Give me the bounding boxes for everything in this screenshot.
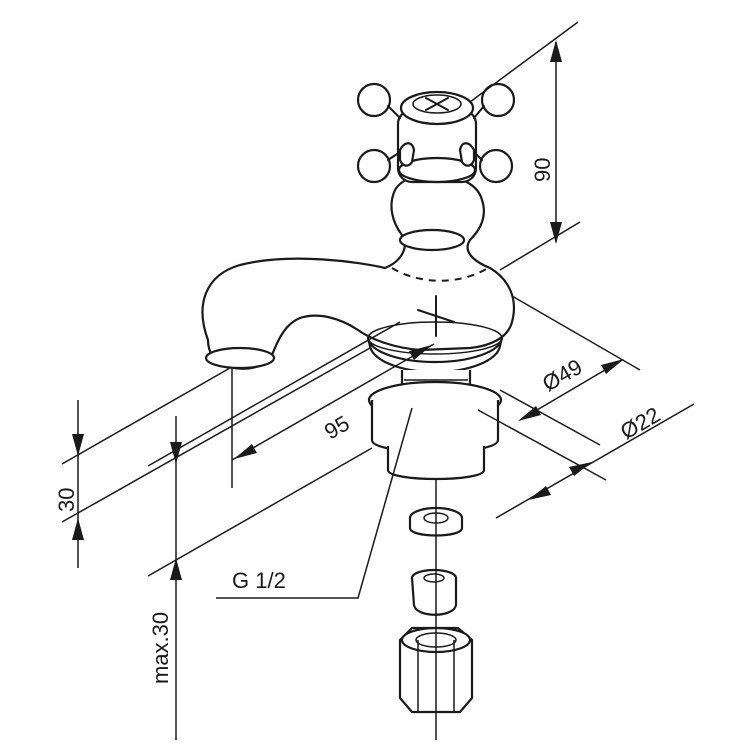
label-thread: G 1/2 [232, 568, 286, 593]
centre-mark [417, 295, 455, 337]
handle-knob-top-left [356, 82, 392, 118]
dimension-height-top [469, 21, 581, 271]
dimension-base-diameter [477, 403, 695, 519]
label-body-diameter: Ø49 [538, 354, 587, 396]
label-height-top: 90 [530, 158, 555, 182]
spout-outlet [204, 346, 276, 370]
dimension-spout-reach [231, 343, 435, 488]
handle-knob-top-right [480, 82, 516, 118]
label-spout-height: 30 [54, 488, 79, 512]
cross-handle [356, 82, 516, 184]
label-max-thickness: max.30 [148, 612, 173, 684]
dimension-body-diameter [499, 295, 641, 446]
mounting-nut [370, 400, 500, 454]
faucet-body [201, 173, 516, 374]
label-spout-reach: 95 [320, 410, 354, 444]
dimension-max-thickness [147, 321, 401, 740]
spout [201, 173, 516, 370]
dimension-spout-height [61, 347, 371, 568]
handle-knob-bottom-right [478, 148, 514, 184]
handle-knob-bottom-left [356, 148, 392, 184]
cap-cross-mark [425, 97, 449, 111]
neck-ring [398, 228, 466, 252]
label-base-diameter: Ø22 [616, 402, 665, 444]
handle-cap [399, 90, 475, 126]
olive-ring [410, 568, 458, 616]
mounting-nut-lower [386, 446, 486, 481]
thread-leader [216, 407, 413, 599]
shank-assembly [367, 370, 503, 481]
